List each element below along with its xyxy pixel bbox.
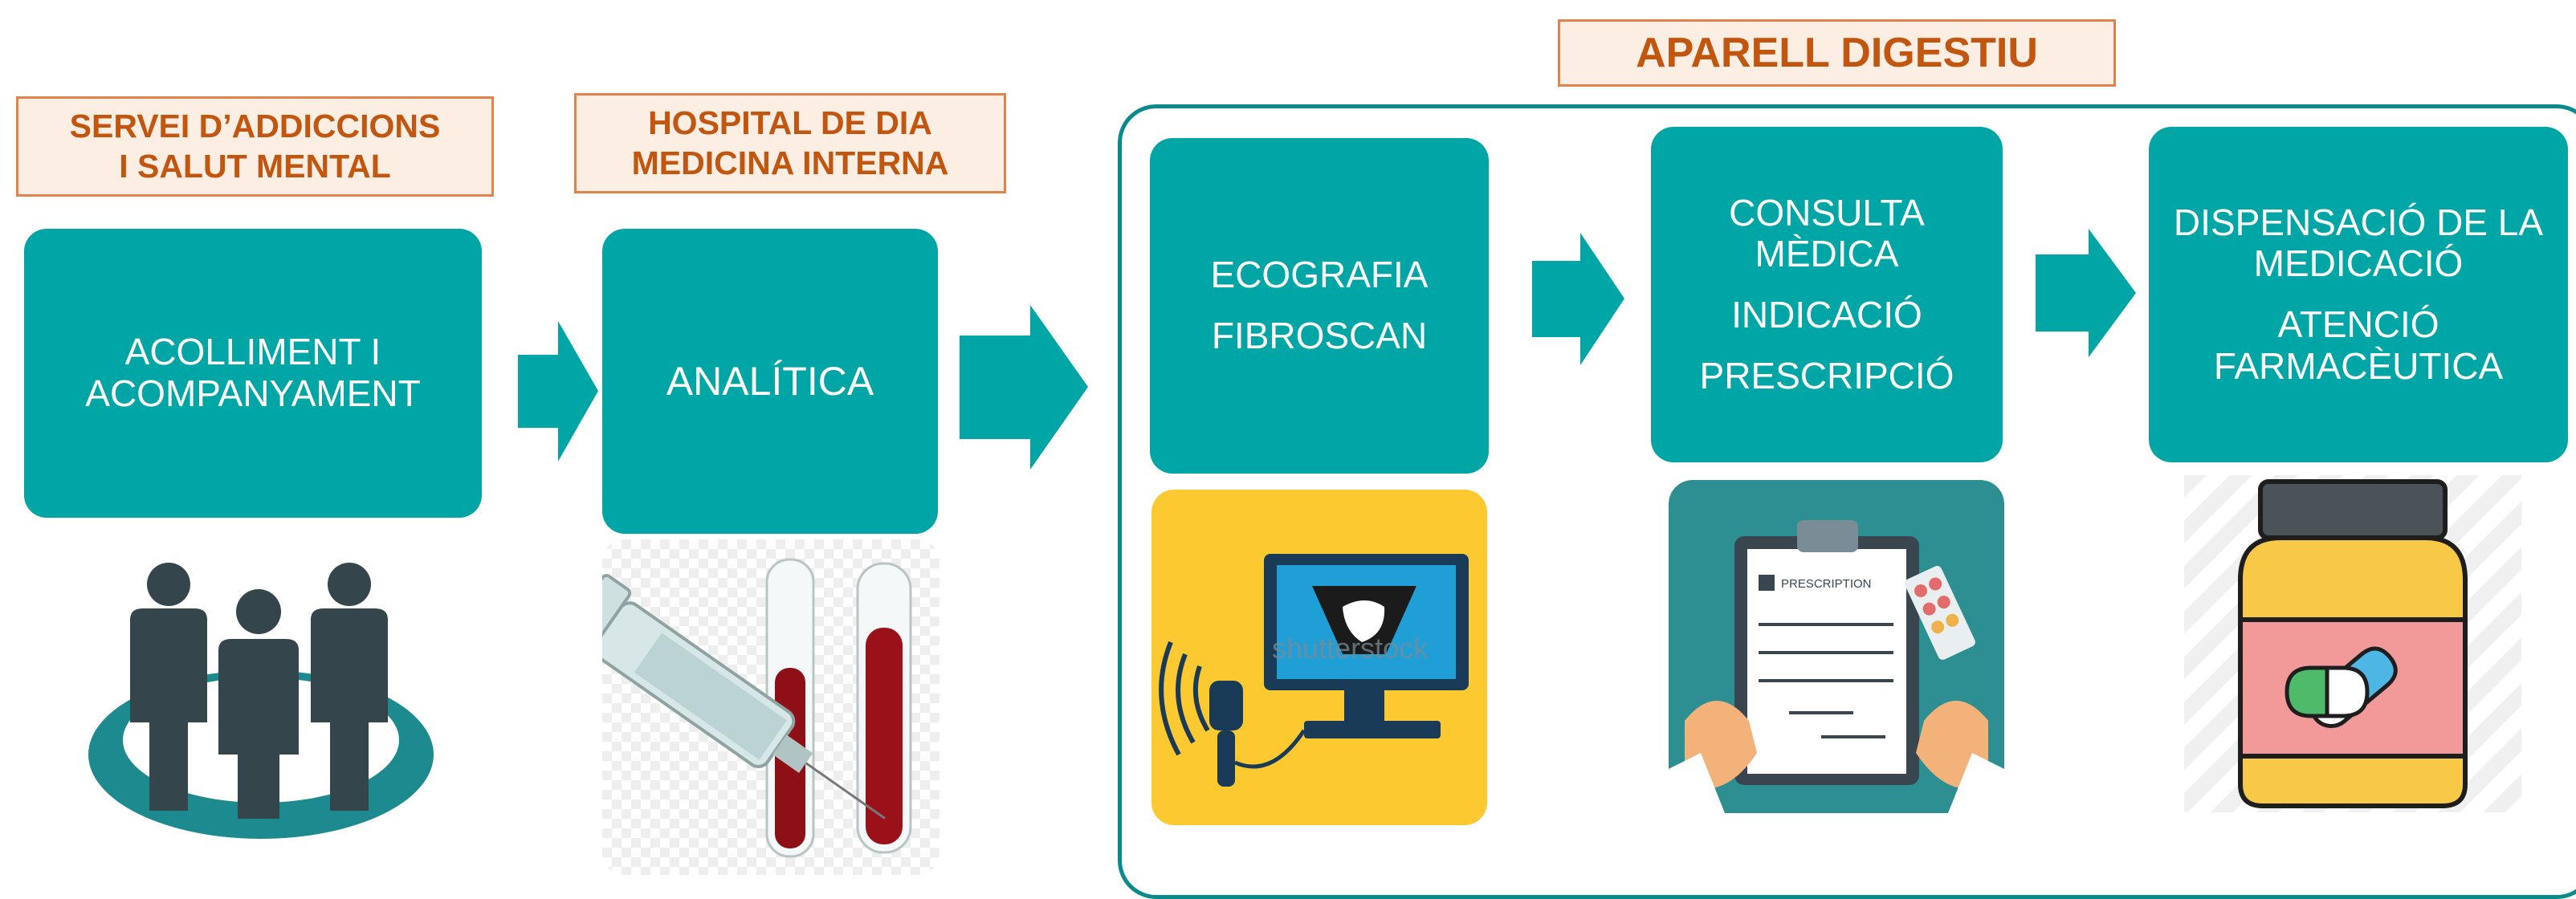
step-text: FIBROSCAN [1211,315,1428,356]
label-line: HOSPITAL DE DIA [648,104,932,142]
prescription-text: PRESCRIPTION [1781,577,1872,591]
arrow-icon [1532,233,1624,365]
label-aparell-digestiu: APARELL DIGESTIU [1558,19,2116,87]
arrow-icon [2036,229,2136,357]
label-servei-addiccions: SERVEI D’ADDICCIONS I SALUT MENTAL [16,96,494,197]
label-line: APARELL DIGESTIU [1636,29,2038,76]
step-text: MÈDICA [1755,233,1899,275]
syringe-test-tubes-icon [602,539,940,875]
step-text: ANALÍTICA [666,359,874,404]
step-ecografia: ECOGRAFIA FIBROSCAN [1150,138,1489,474]
step-consulta: CONSULTA MÈDICA INDICACIÓ PRESCRIPCIÓ [1651,127,2003,462]
step-analitica: ANALÍTICA [602,229,938,534]
pill-bottle-icon [2184,475,2521,812]
step-text: DISPENSACIÓ DE LA [2173,201,2544,243]
step-text: MEDICACIÓ [2253,242,2464,285]
step-text: ACOLLIMENT I [124,331,381,373]
step-text: FARMACÈUTICA [2213,344,2504,387]
label-line: MEDICINA INTERNA [631,144,949,181]
step-dispensacio: DISPENSACIÓ DE LA MEDICACIÓ ATENCIÓ FARM… [2149,127,2568,462]
step-text: ECOGRAFIA [1210,254,1429,296]
arrow-icon [518,321,598,462]
label-line: SERVEI D’ADDICCIONS [69,108,441,145]
step-text: PRESCRIPCIÓ [1699,354,1954,397]
prescription-clipboard-icon: PRESCRIPTION [1669,480,2004,813]
step-acolliment: ACOLLIMENT I ACOMPANYAMENT [24,229,482,518]
ultrasound-monitor-icon: shutterstock [1151,490,1487,825]
step-text: ACOMPANYAMENT [85,372,421,414]
step-text: INDICACIÓ [1731,294,1922,336]
people-group-icon [88,563,434,839]
arrow-icon [960,305,1088,470]
label-hospital-de-dia: HOSPITAL DE DIA MEDICINA INTERNA [574,93,1006,193]
step-text: ATENCIÓ [2277,303,2439,345]
label-line: I SALUT MENTAL [119,147,391,185]
watermark-text: shutterstock [1272,632,1429,665]
step-text: CONSULTA [1729,191,1925,234]
